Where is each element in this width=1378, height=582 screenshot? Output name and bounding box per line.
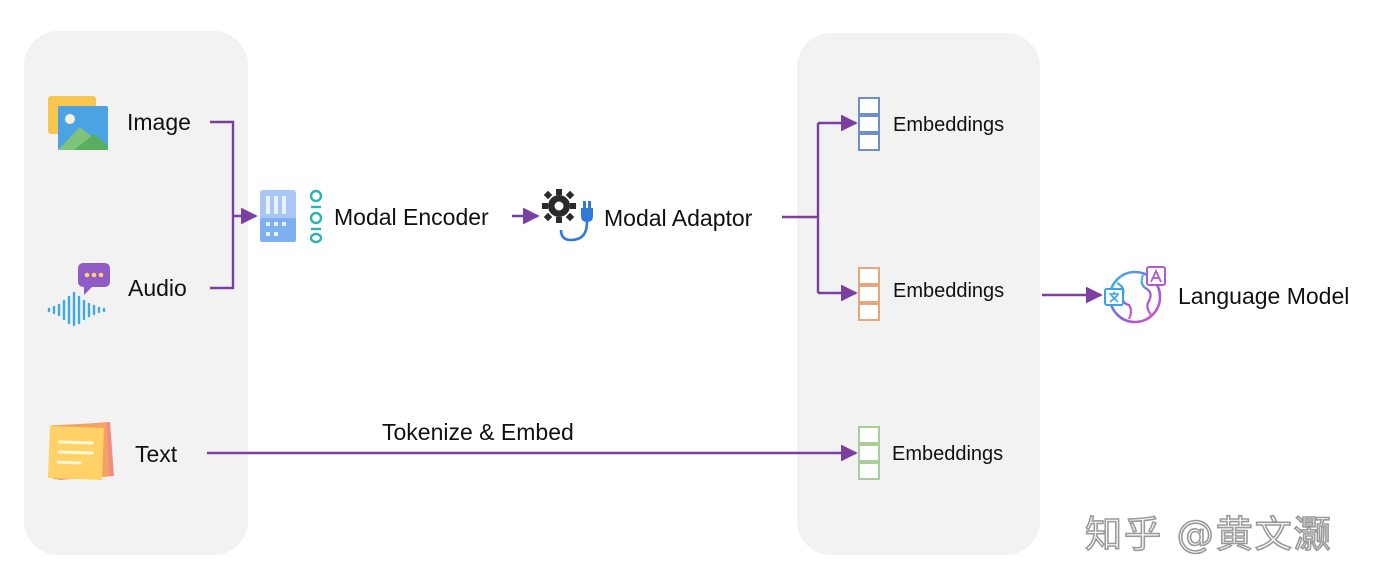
- language-globe-icon: [1104, 266, 1166, 324]
- encoder-label: Modal Encoder: [334, 204, 489, 230]
- image-icon: [48, 96, 108, 150]
- embedding-stack-icon-3: [858, 426, 880, 480]
- adaptor-label: Modal Adaptor: [604, 205, 753, 231]
- image-label: Image: [127, 109, 191, 135]
- image-to-encoder-line: [210, 120, 235, 290]
- adaptor-icon: [542, 189, 593, 242]
- language-model-label: Language Model: [1178, 283, 1350, 309]
- embeddings-label-1: Embeddings: [893, 114, 1005, 136]
- audio-label: Audio: [128, 275, 187, 301]
- tokenize-label: Tokenize & Embed: [382, 419, 574, 445]
- embeddings-label-2: Embeddings: [893, 280, 1005, 302]
- audio-icon: [47, 263, 110, 327]
- embedding-stack-icon-2: [858, 267, 880, 321]
- embedding-stack-icon-1: [858, 97, 880, 151]
- text-label: Text: [135, 441, 178, 467]
- embeddings-label-3: Embeddings: [892, 443, 1004, 465]
- watermark-text: 知乎 @黄文灏: [1084, 512, 1333, 557]
- encoder-icon: [260, 189, 323, 244]
- sticky-note-icon: [48, 422, 114, 480]
